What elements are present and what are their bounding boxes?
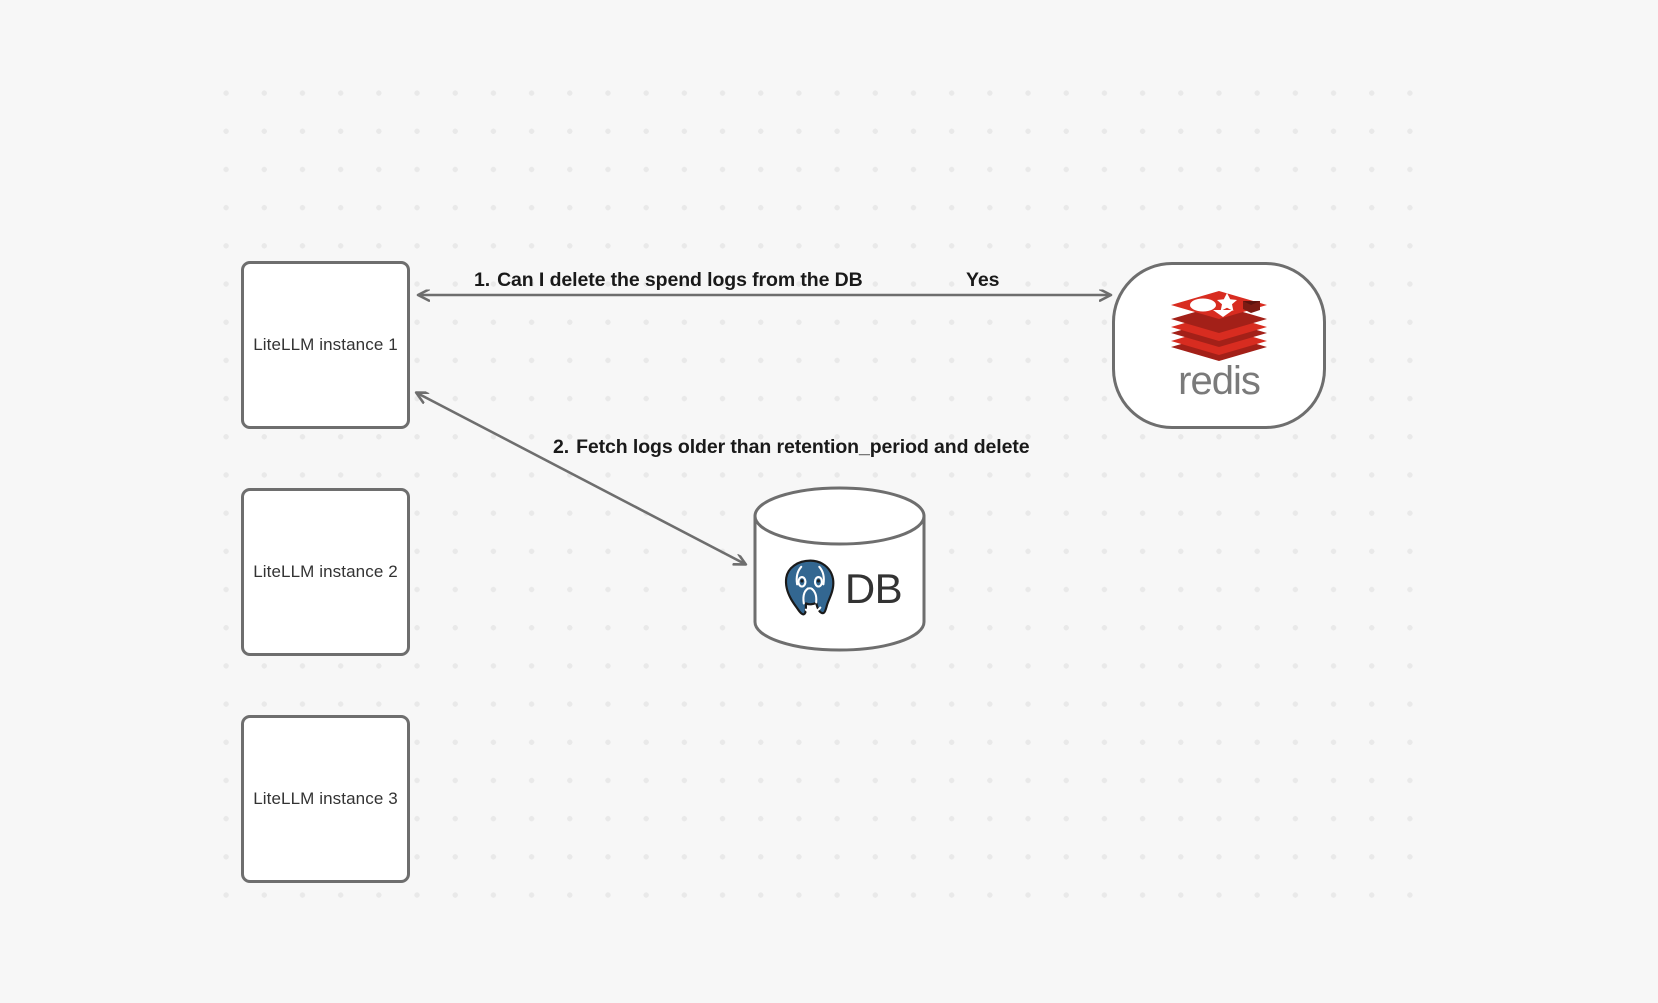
edge-label-2: 2. Fetch logs older than retention_period… (553, 436, 1030, 459)
node-litellm-instance-1[interactable]: LiteLLM instance 1 (241, 261, 410, 429)
node-postgres-db[interactable]: DB (753, 488, 926, 650)
edge-2-number: 2. (553, 436, 570, 458)
node-litellm-instance-2[interactable]: LiteLLM instance 2 (241, 488, 410, 656)
edge-1-reply-text: Yes (966, 269, 1000, 291)
postgresql-elephant-icon (783, 557, 836, 618)
db-node-content: DB (753, 488, 926, 650)
db-label: DB (844, 565, 903, 612)
redis-logo-icon (1171, 290, 1267, 361)
node-redis[interactable]: redis (1112, 262, 1326, 429)
edge-2-text: Fetch logs older than retention_period a… (576, 436, 1030, 458)
node-label: LiteLLM instance 2 (253, 562, 398, 581)
node-label: LiteLLM instance 3 (253, 789, 398, 808)
edge-litellm1-db (417, 393, 745, 564)
db-cylinder-shape (753, 486, 926, 652)
node-litellm-instance-3[interactable]: LiteLLM instance 3 (241, 715, 410, 883)
edge-1-number: 1. (474, 269, 491, 291)
edge-label-1: 1. Can I delete the spend logs from the D… (474, 269, 863, 292)
edge-1-text: Can I delete the spend logs from the DB (497, 269, 863, 291)
svg-text:redis: redis (1178, 363, 1260, 403)
node-label: LiteLLM instance 1 (253, 335, 398, 354)
edge-label-1-reply: Yes (966, 269, 999, 292)
redis-wordmark: redis (1178, 363, 1261, 403)
